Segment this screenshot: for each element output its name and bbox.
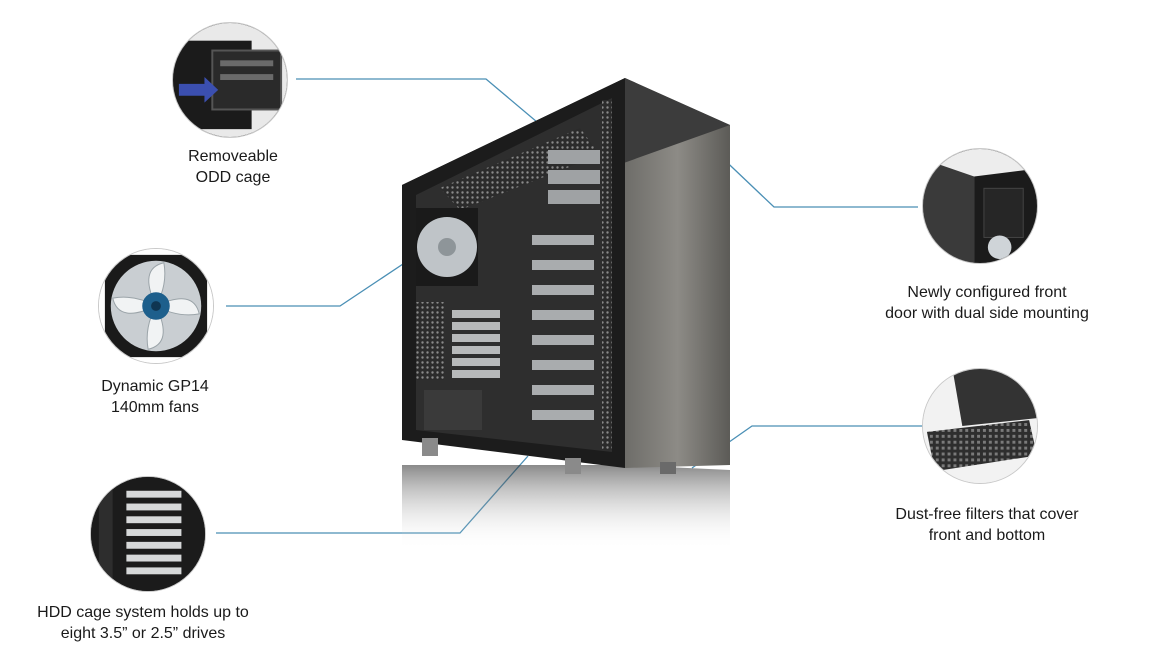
- leader-odd-cage: [296, 78, 557, 139]
- pc-case-image: [402, 78, 730, 550]
- fan-icon: [99, 249, 213, 363]
- front-door-caption-line-1: Newly configured front: [907, 284, 1067, 301]
- hdd-cage-icon: [91, 477, 205, 591]
- hdd-cage-caption: HDD cage system holds up to eight 3.5” o…: [18, 602, 268, 644]
- front-door-caption-line-2: door with dual side mounting: [885, 305, 1089, 322]
- odd-cage-caption-line-1: Removeable: [188, 148, 278, 165]
- dust-filter-closeup: [922, 368, 1038, 484]
- fans-caption: Dynamic GP14 140mm fans: [70, 376, 240, 418]
- front-door-caption: Newly configured front door with dual si…: [862, 282, 1112, 324]
- leader-front-door: [713, 149, 918, 208]
- odd-cage-caption-line-2: ODD cage: [195, 169, 271, 186]
- hdd-cage-caption-line-2: eight 3.5” or 2.5” drives: [60, 625, 226, 642]
- dust-filter-caption: Dust-free filters that cover front and b…: [862, 504, 1112, 546]
- dust-filter-caption-line-2: front and bottom: [928, 527, 1046, 544]
- dust-filter-caption-line-1: Dust-free filters that cover: [895, 506, 1079, 523]
- odd-cage-caption: Removeable ODD cage: [148, 146, 318, 188]
- dust-filter-icon: [923, 369, 1037, 483]
- odd-cage-icon: [173, 23, 287, 137]
- fans-caption-line-1: Dynamic GP14: [101, 378, 209, 395]
- odd-cage-closeup: [172, 22, 288, 138]
- front-door-icon: [923, 149, 1037, 263]
- fans-caption-line-2: 140mm fans: [110, 399, 200, 416]
- fan-closeup: [98, 248, 214, 364]
- hdd-cage-caption-line-1: HDD cage system holds up to: [37, 604, 249, 621]
- front-door-closeup: [922, 148, 1038, 264]
- hdd-cage-closeup: [90, 476, 206, 592]
- leader-fans: [226, 257, 413, 307]
